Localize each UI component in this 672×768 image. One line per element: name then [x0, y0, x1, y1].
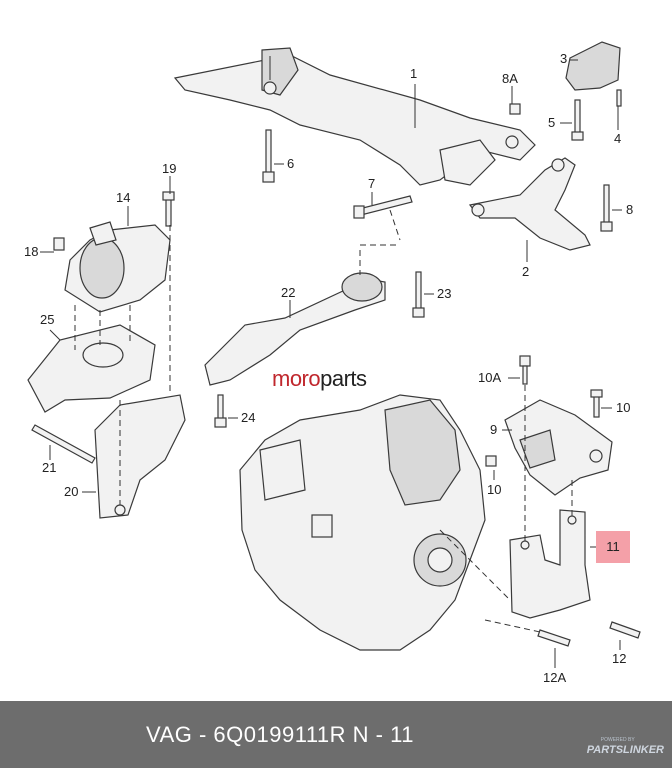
callout-4: 4 [614, 131, 621, 146]
part-number-caption: VAG - 6Q0199111R N - 11 [146, 722, 414, 747]
brand-watermark: moroparts [272, 366, 367, 392]
brand-moro: moro [272, 366, 321, 391]
torque-rod-part [204, 272, 386, 386]
bracket-part-11 [509, 509, 591, 619]
callout-1: 1 [410, 66, 417, 81]
callout-10-upper: 10 [616, 400, 630, 415]
callout-9: 9 [490, 422, 497, 437]
callout-21: 21 [42, 460, 56, 475]
callout-11-highlighted: 11 [606, 539, 620, 554]
control-arm-part [468, 157, 591, 251]
partslinker-logo: POWERED BY PARTSLINKER [587, 737, 664, 756]
callout-12a: 12A [543, 670, 566, 685]
callout-25: 25 [40, 312, 54, 327]
callout-22: 22 [281, 285, 295, 300]
logo-text: PARTSLINKER [586, 744, 664, 756]
gearbox-mount-part [504, 399, 613, 496]
callout-8: 8 [626, 202, 633, 217]
bolts [31, 89, 641, 647]
bracket-part-20 [94, 394, 186, 519]
callout-6: 6 [287, 156, 294, 171]
callout-2: 2 [522, 264, 529, 279]
callout-19: 19 [162, 161, 176, 176]
transmission-part [239, 394, 486, 651]
logo-powered-by: POWERED BY [600, 737, 635, 743]
brand-parts: parts [320, 366, 367, 391]
parts-diagram: 1 8A 3 5 4 6 7 8 2 19 14 18 22 23 25 10A… [24, 41, 641, 685]
leader-lines [40, 56, 622, 668]
callout-20: 20 [64, 484, 78, 499]
callout-23: 23 [437, 286, 451, 301]
callout-10a: 10A [478, 370, 501, 385]
engine-mount-part [64, 221, 171, 313]
callout-12: 12 [612, 651, 626, 666]
footer-bar: VAG - 6Q0199111R N - 11 POWERED BY PARTS… [0, 701, 672, 768]
highlight-box [596, 531, 630, 563]
callout-18: 18 [24, 244, 38, 259]
callout-14: 14 [116, 190, 130, 205]
callout-7: 7 [368, 176, 375, 191]
callout-10-lower: 10 [487, 482, 501, 497]
bracket-part-25 [27, 324, 156, 413]
callout-24: 24 [241, 410, 255, 425]
callout-3: 3 [560, 51, 567, 66]
callout-8a: 8A [502, 71, 518, 86]
callout-5: 5 [548, 115, 555, 130]
bracket-part-3 [565, 41, 621, 91]
subframe-part [173, 47, 536, 186]
